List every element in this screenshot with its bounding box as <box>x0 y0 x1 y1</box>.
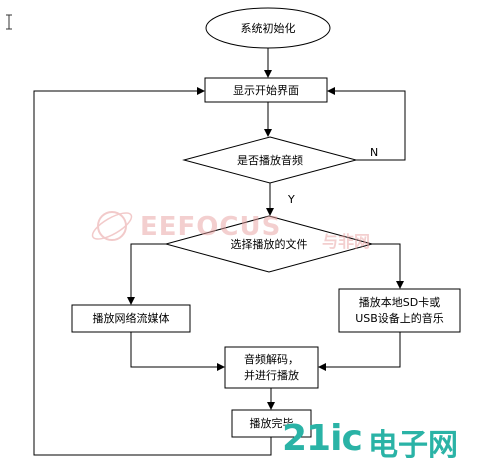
edge-no-loop <box>327 87 406 161</box>
eefocus-watermark-cn: 与非网 <box>322 232 371 251</box>
eefocus-watermark <box>91 211 133 241</box>
decode-label-line2: 并进行播放 <box>244 369 299 382</box>
decision-select-label: 选择播放的文件 <box>230 238 308 251</box>
local-play-node <box>338 288 461 333</box>
network-stream-node <box>71 304 191 333</box>
decode-label-line1: 音频解码， <box>244 353 299 366</box>
start-label: 系统初始化 <box>240 22 296 35</box>
decision-play-label: 是否播放音频 <box>237 154 303 167</box>
edge-select-to-network <box>127 243 166 305</box>
edge-network-to-decode <box>130 332 225 371</box>
edge-select-to-local <box>372 243 404 289</box>
local-play-label-line1: 播放本地SD卡或 <box>358 296 441 309</box>
site-watermark-cn: 电子网 <box>368 428 458 463</box>
eefocus-watermark-text: EEFOCUS <box>140 212 282 242</box>
text-cursor-icon <box>6 14 12 30</box>
network-stream-label: 播放网络流媒体 <box>92 312 170 325</box>
display-ui-node <box>204 77 328 103</box>
edge-yes-label: Y <box>288 193 295 206</box>
decision-select-node <box>164 215 374 273</box>
edge-no-label: N <box>370 146 379 159</box>
edge-finished-loop <box>33 87 272 456</box>
display-ui-label: 显示开始界面 <box>233 84 299 97</box>
edge-local-to-decode <box>318 332 401 371</box>
site-watermark-text: 21ic <box>282 418 363 459</box>
finished-label: 播放完毕 <box>249 417 294 430</box>
finished-node <box>231 409 312 438</box>
local-play-label-line2: USB设备上的音乐 <box>355 312 444 325</box>
